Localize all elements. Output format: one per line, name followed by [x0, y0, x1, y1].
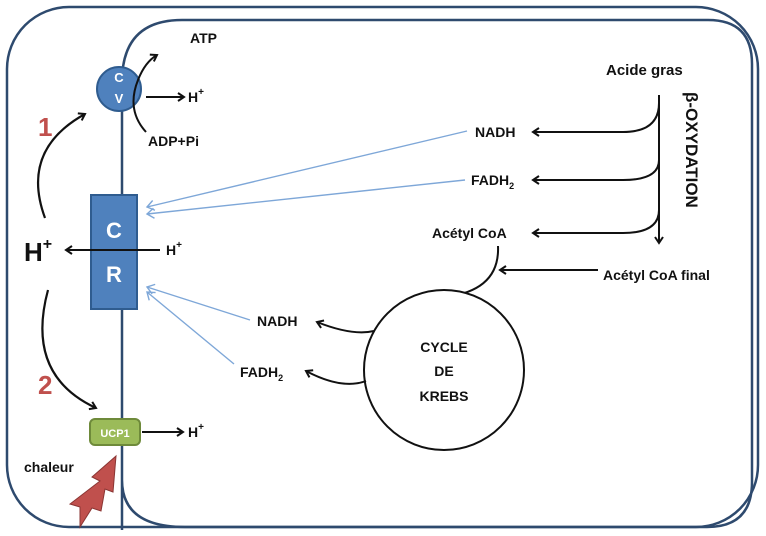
heat-label: chaleur	[24, 459, 74, 475]
nadh-to-cr-arrow	[145, 130, 468, 211]
beta-oxidation-label: β-OXYDATION	[682, 92, 701, 208]
beta-nadh-label: NADH	[475, 124, 515, 140]
beta-fadh-arrow	[531, 159, 660, 185]
atp-arrow	[132, 53, 159, 133]
heat-lightning-icon	[68, 454, 117, 529]
adp-pi-label: ADP+Pi	[148, 133, 199, 149]
beta-nadh-arrow	[531, 102, 660, 137]
fadh-to-cr-arrow	[145, 179, 466, 219]
krebs-line-1: CYCLE	[420, 339, 467, 355]
acetyl-coa-final-label: Acétyl CoA final	[603, 267, 710, 283]
krebs-nadh-label: NADH	[257, 313, 297, 329]
intermembrane-proton-label: H+	[24, 236, 52, 267]
krebs-cycle	[363, 289, 525, 451]
complex-v-label-bottom: V	[115, 91, 124, 106]
beta-acetyl-coa-label: Acétyl CoA	[432, 225, 507, 241]
cr-proton-label: H+	[166, 240, 182, 258]
fatty-acid-label: Acide gras	[606, 62, 683, 79]
complex-v-label-top: C	[114, 70, 124, 85]
cv-proton-label: H+	[188, 87, 204, 105]
step-1-number: 1	[38, 112, 52, 142]
krebs-fadh-arrow	[304, 369, 367, 385]
complex-v	[96, 66, 142, 112]
complex-cr	[90, 194, 138, 310]
path-1-arrow	[37, 112, 87, 219]
acetyl-coa-to-krebs-arrow	[444, 245, 500, 302]
ucp1-protein	[89, 418, 141, 446]
complex-cr-label-bottom: R	[106, 262, 122, 287]
krebs-nadh-arrow	[315, 319, 375, 334]
krebs-line-3: KREBS	[419, 388, 468, 404]
ucp1-proton-label: H+	[188, 422, 204, 440]
step-2-number: 2	[38, 370, 52, 400]
path-2-arrow	[41, 289, 98, 411]
krebs-fadh-label: FADH2	[240, 364, 283, 383]
inner-membrane	[120, 18, 754, 530]
complex-cr-label-top: C	[106, 218, 122, 243]
beta-fadh-label: FADH2	[471, 172, 514, 191]
ucp1-label: UCP1	[100, 428, 129, 440]
krebs-line-2: DE	[434, 363, 453, 379]
atp-label: ATP	[190, 30, 217, 46]
krebs-fadh-to-cr-arrow	[146, 291, 235, 365]
beta-acetyl-coa-arrow	[531, 209, 660, 238]
krebs-nadh-to-cr-arrow	[145, 283, 251, 321]
